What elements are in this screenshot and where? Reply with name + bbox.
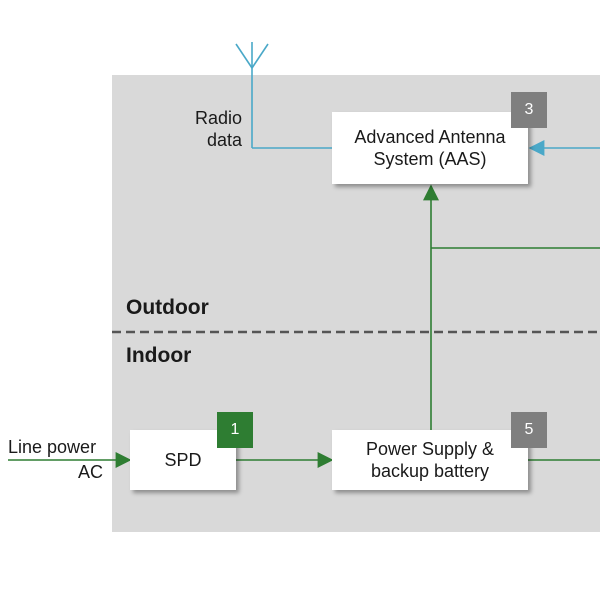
line-power-label: Line power [8, 437, 97, 457]
indoor-label: Indoor [126, 344, 192, 367]
aas-label: Advanced Antenna System (AAS) [354, 127, 506, 169]
antenna-icon [235, 42, 269, 148]
ac-label: AC [78, 462, 104, 482]
spd-badge: 1 [217, 412, 253, 448]
radio-data-label: Radio data [194, 108, 242, 150]
psu-box: Power Supply & backup battery [332, 430, 528, 490]
aas-badge: 3 [511, 92, 547, 128]
psu-label: Power Supply & backup battery [365, 439, 495, 481]
outdoor-label: Outdoor [126, 296, 209, 319]
spd-label: SPD [164, 450, 202, 470]
aas-box: Advanced Antenna System (AAS) [332, 112, 528, 184]
psu-badge: 5 [511, 412, 547, 448]
